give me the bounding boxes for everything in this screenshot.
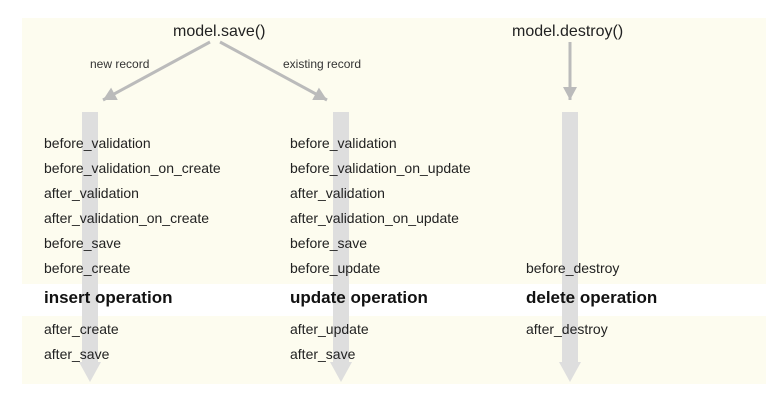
existing-record-label: existing record (283, 57, 362, 71)
insert-before-callback: before_validation_on_create (44, 160, 221, 176)
update-flow-bar (333, 112, 349, 362)
insert-after-callback: after_create (44, 321, 119, 337)
update-before-callback: before_validation (290, 135, 397, 151)
delete-before-callback: before_destroy (526, 260, 620, 276)
insert-before-callback: before_validation (44, 135, 151, 151)
new-record-arrow-head (103, 87, 118, 100)
update-before-callback: before_update (290, 260, 381, 276)
update-after-callback: after_save (290, 346, 356, 362)
update-operation-label: update operation (290, 288, 428, 307)
delete-flow-arrowhead (559, 362, 581, 382)
insert-before-callback: before_create (44, 260, 131, 276)
after-phase-band (22, 316, 766, 384)
existing-record-arrow-line (219, 40, 328, 102)
destroy-method-label: model.destroy() (512, 23, 624, 40)
delete-after-callback: after_destroy (526, 321, 608, 337)
update-before-callback: after_validation_on_update (290, 210, 459, 226)
insert-before-callback: after_validation_on_create (44, 210, 210, 226)
new-record-label: new record (90, 57, 150, 71)
insert-flow-bar (82, 112, 98, 362)
insert-before-callback: after_validation (44, 185, 139, 201)
before-phase-band (22, 18, 766, 284)
update-before-callback: before_validation_on_update (290, 160, 471, 176)
update-after-callback: after_update (290, 321, 369, 337)
update-before-callback: before_save (290, 235, 368, 251)
save-method-label: model.save() (173, 23, 266, 40)
insert-operation-label: insert operation (44, 288, 173, 307)
delete-flow-bar (562, 112, 578, 362)
destroy-arrow-head (563, 87, 577, 100)
delete-operation-label: delete operation (526, 288, 658, 307)
update-flow-arrowhead (330, 362, 352, 382)
insert-before-callback: before_save (44, 235, 122, 251)
update-before-callback: after_validation (290, 185, 385, 201)
insert-after-callback: after_save (44, 346, 110, 362)
new-record-arrow-line (102, 40, 211, 102)
insert-flow-arrowhead (79, 362, 101, 382)
existing-record-arrow-head (312, 87, 327, 100)
